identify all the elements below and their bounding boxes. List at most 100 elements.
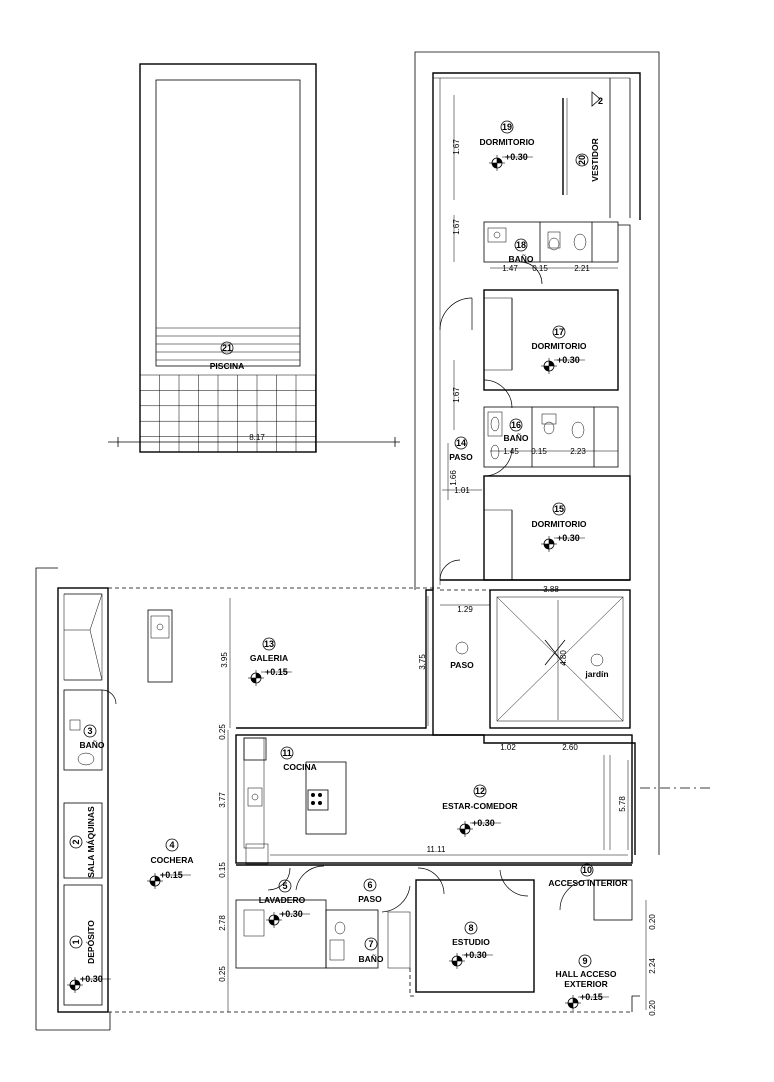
room-11-name: COCINA: [283, 762, 317, 772]
dim-2-24: 2.24: [648, 958, 657, 974]
dim-2-21: 2.21: [574, 264, 590, 273]
room-17-name: DORMITORIO: [531, 341, 586, 351]
level-marker-icon: [449, 953, 493, 969]
dim-1-47: 1.47: [502, 264, 518, 273]
room-17-level: +0.30: [557, 355, 580, 365]
room-6-number: 6: [367, 880, 372, 890]
dim-1-67-b: 1.67: [452, 219, 461, 235]
room-4-name: COCHERA: [151, 855, 194, 865]
garden-court: [440, 589, 631, 744]
room-2-name: SALA MÁQUINAS: [86, 806, 96, 878]
room-8-name: ESTUDIO: [452, 937, 490, 947]
room-19-level: +0.30: [505, 152, 528, 162]
dim-3-75: 3.75: [418, 654, 427, 670]
room-10-name: ACCESO INTERIOR: [548, 878, 627, 888]
level-marker-icon: [541, 358, 585, 374]
level-marker-icon: [457, 821, 501, 837]
room-8-number: 8: [468, 923, 473, 933]
room-4-number: 4: [169, 840, 174, 850]
dim-0-20-b: 0.20: [648, 1000, 657, 1016]
dim-0-20-a: 0.20: [648, 914, 657, 930]
dim-1-02: 1.02: [500, 743, 516, 752]
room-2-number: 2: [71, 839, 81, 844]
room-9-number: 9: [582, 956, 587, 966]
room-21-name: PISCINA: [210, 361, 244, 371]
dim-1-01: 1.01: [454, 486, 470, 495]
room-14-number: 14: [456, 438, 466, 448]
dim-5-78: 5.78: [618, 796, 627, 812]
dim-11-11: 11.11: [427, 845, 446, 854]
dim-1-29: 1.29: [457, 605, 473, 614]
room-14-name: PASO: [449, 452, 473, 462]
room-13-name: GALERIA: [250, 653, 288, 663]
room-12-number: 12: [475, 786, 485, 796]
dim-3-95: 3.95: [220, 652, 229, 668]
level-marker-icon: [248, 670, 292, 686]
room-10-number: 10: [582, 865, 592, 875]
dim-2-60: 2.60: [562, 743, 578, 752]
pool-deck-grid: [139, 374, 316, 453]
room-1-number: 1: [71, 939, 81, 944]
room-20-number: 20: [577, 155, 587, 165]
dim-1-66: 1.66: [449, 470, 458, 486]
room-13-number: 13: [264, 639, 274, 649]
room-3-name: BAÑO: [79, 740, 104, 750]
dim-pool-width: 8.17: [249, 433, 265, 442]
room-6-name: PASO: [358, 894, 382, 904]
level-marker-icon: [565, 995, 609, 1011]
room-5-level: +0.30: [280, 909, 303, 919]
dim-1-67-a: 1.67: [452, 139, 461, 155]
main-house: [35, 567, 712, 1031]
room-9-level: +0.15: [580, 992, 603, 1002]
room-16-number: 16: [511, 420, 521, 430]
dim-2-23: 2.23: [570, 447, 586, 456]
dim-3-88: 3.88: [543, 585, 559, 594]
room-1-name: DEPÓSITO: [85, 920, 96, 964]
room-9-name: HALL ACCESO: [556, 969, 617, 979]
level-marker-icon: [541, 536, 585, 552]
dim-0-25-a: 0.25: [218, 724, 227, 740]
level-marker-icon: [266, 912, 310, 928]
dim-4-80: 4.80: [559, 650, 568, 666]
dim-1-45: 1.45: [503, 447, 519, 456]
room-17-number: 17: [554, 327, 564, 337]
dim-0-15-a: 0.15: [532, 264, 548, 273]
room-11-number: 11: [282, 748, 292, 758]
room-1-level: +0.30: [80, 974, 103, 984]
room-12-name: ESTAR-COMEDOR: [442, 801, 517, 811]
dimension-labels: 8.17 1.67 1.67 1.67 1.66 1.01 1.47 0.15 …: [218, 139, 657, 1016]
room-20-name: VESTIDOR: [590, 138, 600, 181]
room-13-level: +0.15: [265, 667, 288, 677]
room-4-level: +0.15: [160, 870, 183, 880]
section-marker: 2: [598, 96, 603, 106]
room-9-name-line2: EXTERIOR: [564, 979, 607, 989]
dim-2-78: 2.78: [218, 915, 227, 931]
room-5-number: 5: [282, 881, 287, 891]
room-7-name: BAÑO: [358, 954, 383, 964]
room-3-number: 3: [87, 726, 92, 736]
room-18-name: BAÑO: [508, 254, 533, 264]
room-19-name: DORMITORIO: [479, 137, 534, 147]
level-marker-icon: [67, 977, 111, 993]
dim-1-67-c: 1.67: [452, 387, 461, 403]
room-15-number: 15: [554, 504, 564, 514]
paso-label: PASO: [450, 660, 474, 670]
room-labels: 21 PISCINA 19 DORMITORIO +0.30 20 VESTID…: [69, 96, 628, 1002]
jardin-label: jardín: [584, 669, 608, 679]
level-markers: [67, 155, 609, 1011]
bedroom-wing: [414, 51, 660, 855]
room-5-name: LAVADERO: [259, 895, 306, 905]
room-15-name: DORMITORIO: [531, 519, 586, 529]
room-15-level: +0.30: [557, 533, 580, 543]
pool: [108, 63, 400, 453]
room-8-level: +0.30: [464, 950, 487, 960]
dim-0-15-b: 0.15: [531, 447, 547, 456]
level-marker-icon: [489, 155, 533, 171]
cooktop-burners: [311, 793, 322, 805]
room-21-number: 21: [222, 343, 232, 353]
dim-0-25-b: 0.25: [218, 966, 227, 982]
room-18-number: 18: [516, 240, 526, 250]
room-19-number: 19: [502, 122, 512, 132]
dim-0-15-c: 0.15: [218, 862, 227, 878]
